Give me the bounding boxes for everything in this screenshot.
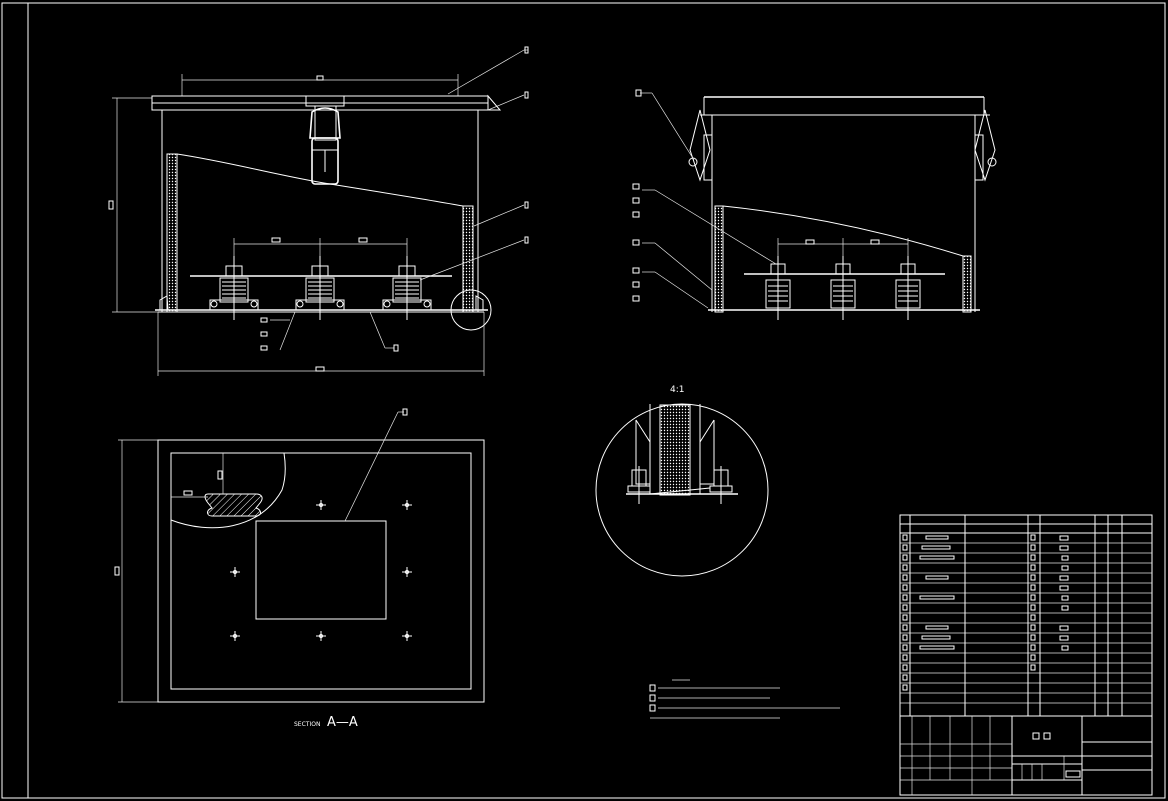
- detail-view: 4:1: [596, 385, 768, 576]
- drawing-border: [2, 3, 1165, 798]
- center-opening: [256, 521, 386, 619]
- side-spring-2: [831, 256, 855, 320]
- bolt-marks: [230, 500, 412, 641]
- section-prefix: SECTION: [294, 721, 320, 728]
- left-clamp: [689, 110, 712, 180]
- spring-unit-2: [296, 256, 344, 320]
- right-wall-column: [463, 206, 473, 312]
- section-view: SECTION A—A: [115, 409, 484, 730]
- inner-frame: [28, 3, 1165, 798]
- spring-unit-1: [210, 256, 258, 320]
- vibration-motor: [312, 138, 338, 184]
- side-spring-1: [766, 256, 790, 320]
- spring-unit-3: [383, 256, 431, 320]
- technical-notes: [650, 680, 840, 718]
- detail-scale-label: 4:1: [670, 385, 684, 395]
- section-label: A—A: [327, 715, 358, 730]
- side-spring-3: [896, 256, 920, 320]
- detail-circle: [596, 404, 768, 576]
- left-wall-column: [167, 154, 177, 312]
- motor-bracket: [306, 96, 344, 106]
- title-block: [900, 515, 1152, 795]
- hatched-section: [205, 494, 262, 516]
- outer-plate: [158, 440, 484, 702]
- front-view: [109, 47, 528, 376]
- inner-plate: [171, 453, 471, 689]
- side-view: [633, 90, 996, 320]
- right-clamp: [975, 110, 996, 180]
- detail-callout-circle: [451, 290, 491, 330]
